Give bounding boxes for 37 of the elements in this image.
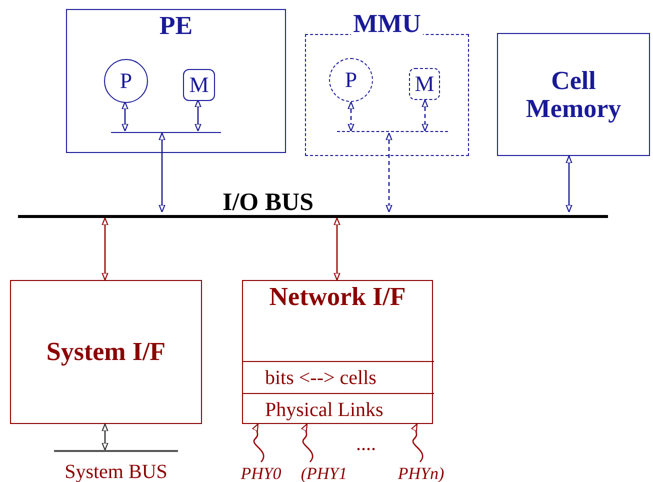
band-label: Physical Links	[264, 400, 384, 420]
dashed-circle-node	[329, 58, 373, 102]
box-title: Cell Memory	[524, 67, 622, 122]
node-label: M	[414, 73, 434, 95]
arrow	[194, 99, 202, 132]
arrow	[122, 101, 128, 132]
link-label: PHY0	[240, 465, 282, 482]
bus-line	[111, 132, 221, 134]
process-box	[66, 9, 286, 153]
node-label: P	[344, 69, 358, 91]
arrow	[422, 99, 428, 132]
box-title: PE	[158, 12, 194, 40]
box-title: System I/F	[45, 338, 167, 366]
rounded-box	[183, 69, 215, 101]
node-label: P	[120, 70, 132, 92]
arrow	[158, 132, 166, 213]
arrow	[334, 217, 340, 281]
arrow	[252, 423, 264, 462]
dashed-rounded-box	[409, 68, 440, 100]
process-box	[242, 280, 433, 424]
node-label: M	[189, 74, 209, 96]
arrow	[102, 217, 108, 281]
arrow	[566, 155, 572, 213]
process-box	[10, 280, 202, 424]
circle-node	[104, 59, 148, 103]
ellipsis-label: ....	[356, 434, 376, 454]
band-label: bits <--> cells	[264, 368, 378, 388]
arrow	[348, 101, 354, 132]
process-box	[497, 33, 650, 156]
bus-label: System BUS	[64, 462, 168, 482]
bus-label: I/O BUS	[222, 190, 314, 215]
arrow	[386, 132, 392, 213]
arrow	[411, 423, 424, 462]
arrow	[102, 423, 108, 451]
arrow	[301, 423, 314, 462]
box-title: Network I/F	[268, 283, 407, 310]
dashed-bus-line	[337, 131, 448, 133]
